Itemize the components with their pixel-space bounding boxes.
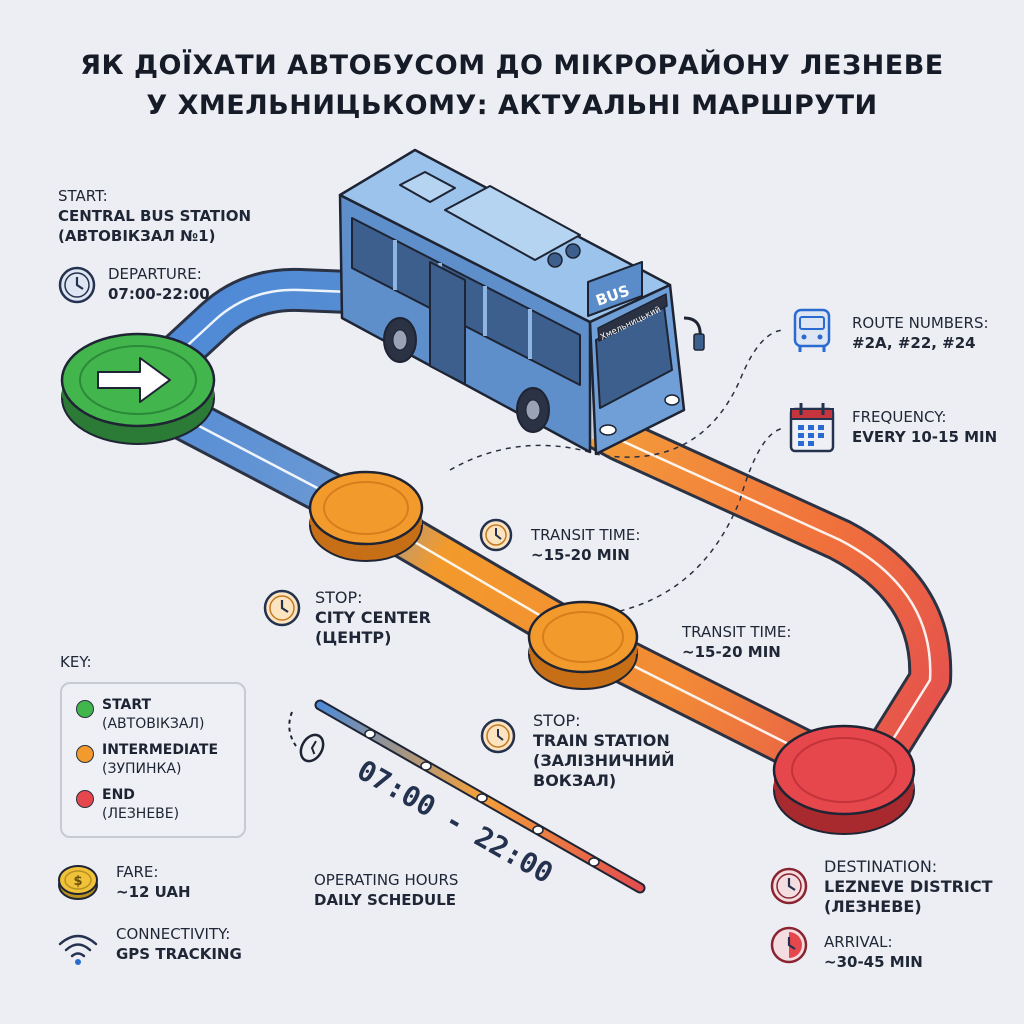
connectivity-label: CONNECTIVITY: (116, 925, 231, 943)
route-numbers-value: #2A, #22, #24 (852, 334, 976, 352)
page-title: ЯК ДОЇХАТИ АВТОБУСОМ ДО МІКРОРАЙОНУ ЛЕЗН… (0, 46, 1024, 126)
departure-clock-icon (58, 266, 96, 304)
stop2-label: STOP: (533, 711, 581, 730)
key-start-sub: (АВТОВІКЗАЛ) (102, 716, 205, 732)
key-start-dot (76, 700, 94, 718)
arrival-group: ARRIVAL: ~30-45 MIN (824, 932, 923, 972)
arrival-label: ARRIVAL: (824, 933, 893, 951)
stop2-name-line-2: (ЗАЛІЗНИЧНИЙ (533, 751, 675, 770)
stop1-clock-icon (263, 589, 301, 627)
timeline-clock-icon (299, 733, 325, 763)
stop2-group: STOP: TRAIN STATION (ЗАЛІЗНИЧНИЙ ВОКЗАЛ) (533, 711, 675, 791)
key-intermediate-name: INTERMEDIATE (102, 742, 219, 758)
transit1-value: ~15-20 MIN (531, 546, 630, 564)
title-line-2: У ХМЕЛЬНИЦЬКОМУ: АКТУАЛЬНІ МАРШРУТИ (146, 90, 878, 121)
start-name-line-1: CENTRAL BUS STATION (58, 207, 252, 225)
arrival-clock-icon (770, 926, 808, 964)
coin-icon: $ (58, 865, 98, 900)
end-disc[interactable] (772, 724, 916, 835)
start-label-group: START: CENTRAL BUS STATION (АВТОВІКЗАЛ №… (58, 186, 251, 246)
destination-clock-icon (770, 867, 808, 905)
key-intermediate-sub: (ЗУПИНКА) (102, 761, 182, 777)
bus-illustration: BUS Хмельницький (338, 148, 705, 456)
destination-name-line-2: (ЛЕЗНЕВЕ) (824, 897, 922, 916)
coin-symbol: $ (73, 874, 82, 889)
stop1-group: STOP: CITY CENTER (ЦЕНТР) (315, 588, 431, 648)
fare-group: FARE: ~12 UAH (116, 862, 191, 902)
start-label: START: (58, 187, 108, 205)
route-numbers-label: ROUTE NUMBERS: (852, 314, 989, 332)
arrow-right-icon (97, 357, 171, 403)
stop1-name-line-2: (ЦЕНТР) (315, 628, 392, 647)
key-end-name: END (102, 787, 135, 803)
destination-name-line-1: LEZNEVE DISTRICT (824, 877, 993, 896)
stop2-name-line-3: ВОКЗАЛ) (533, 771, 617, 790)
connector-route-numbers (449, 329, 786, 471)
wifi-icon (58, 934, 98, 965)
connectivity-value: GPS TRACKING (116, 945, 242, 963)
transit2-label: TRANSIT TIME: (682, 623, 792, 641)
frequency-value: EVERY 10-15 MIN (852, 428, 998, 446)
operating-hours-label: OPERATING HOURS (314, 871, 459, 889)
transit2-value: ~15-20 MIN (682, 643, 781, 661)
departure-label: DEPARTURE: (108, 265, 202, 283)
fare-label: FARE: (116, 863, 159, 881)
operating-hours-value: DAILY SCHEDULE (314, 891, 456, 909)
operating-hours-group: OPERATING HOURS DAILY SCHEDULE (314, 870, 458, 910)
stop2-clock-icon (480, 718, 516, 754)
connectivity-group: CONNECTIVITY: GPS TRACKING (116, 924, 242, 964)
arrival-value: ~30-45 MIN (824, 953, 923, 971)
transit1-label: TRANSIT TIME: (531, 526, 641, 544)
transit1-clock-icon (479, 518, 513, 552)
key-legend: START (АВТОВІКЗАЛ) INTERMEDIATE (ЗУПИНКА… (60, 682, 246, 838)
stop1-name-line-1: CITY CENTER (315, 608, 431, 627)
start-disc[interactable] (60, 332, 216, 445)
road-main-lane (138, 393, 842, 772)
route-numbers-group: ROUTE NUMBERS: #2A, #22, #24 (852, 313, 989, 353)
key-start-name: START (102, 697, 152, 713)
key-intermediate-dot (76, 745, 94, 763)
transit2-group: TRANSIT TIME: ~15-20 MIN (682, 622, 791, 662)
departure-group: DEPARTURE: 07:00-22:00 (108, 264, 210, 304)
key-title: KEY: (60, 653, 92, 671)
bus-roof-sign-plate (587, 261, 643, 317)
title-line-1: ЯК ДОЇХАТИ АВТОБУСОМ ДО МІКРОРАЙОНУ ЛЕЗН… (80, 50, 944, 81)
stop-disc-city-center[interactable] (308, 470, 424, 562)
bus-front-icon (793, 308, 831, 352)
transit1-group: TRANSIT TIME: ~15-20 MIN (531, 525, 640, 565)
calendar-icon (789, 403, 835, 453)
key-end-sub: (ЛЕЗНЕВЕ) (102, 806, 180, 822)
departure-value: 07:00-22:00 (108, 285, 210, 303)
start-name-line-2: (АВТОВІКЗАЛ №1) (58, 227, 216, 245)
dashed-connectors (449, 329, 786, 616)
destination-group: DESTINATION: LEZNEVE DISTRICT (ЛЕЗНЕВЕ) (824, 857, 993, 917)
frequency-label: FREQUENCY: (852, 408, 947, 426)
stop1-label: STOP: (315, 588, 363, 607)
road-outer-lane (148, 288, 932, 762)
destination-label: DESTINATION: (824, 857, 938, 876)
stop2-name-line-1: TRAIN STATION (533, 731, 670, 750)
frequency-group: FREQUENCY: EVERY 10-15 MIN (852, 407, 997, 447)
fare-value: ~12 UAH (116, 883, 191, 901)
key-end-dot (76, 790, 94, 808)
stop-disc-train-station[interactable] (527, 600, 639, 690)
road-network (117, 267, 953, 793)
